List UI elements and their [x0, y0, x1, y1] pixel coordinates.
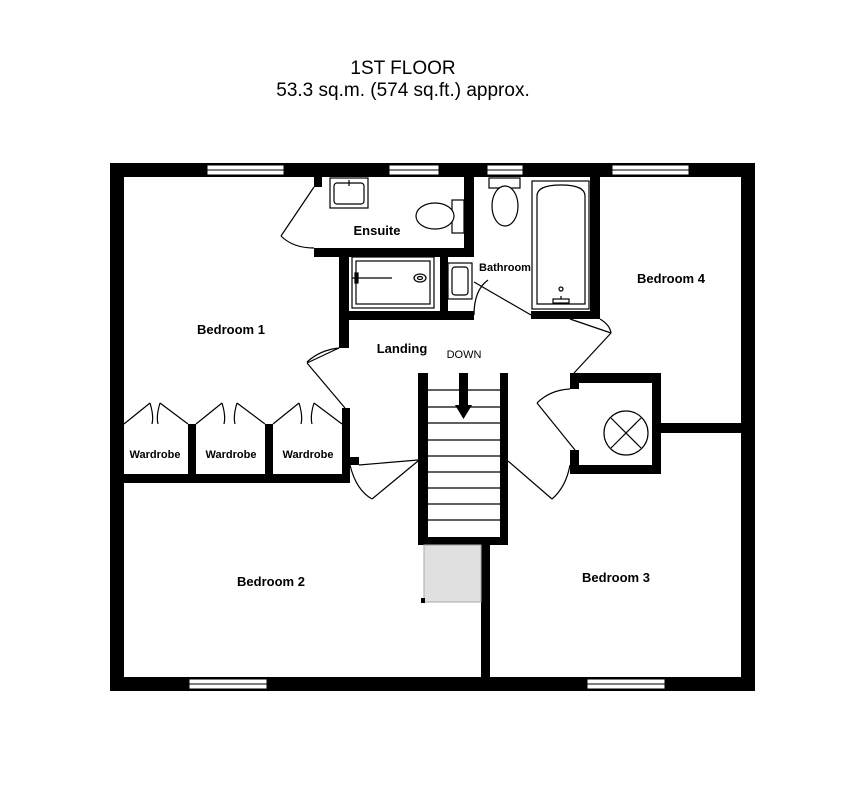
room-label-landing: Landing	[377, 341, 428, 356]
room-label-bedroom3: Bedroom 3	[582, 570, 650, 585]
room-label-bathroom: Bathroom	[479, 262, 531, 274]
stair-landing-hatch	[423, 544, 482, 603]
doors	[280, 186, 612, 500]
floor-title: 1ST FLOOR	[350, 58, 456, 79]
floorplan-header: 1ST FLOOR 53.3 sq.m. (574 sq.ft.) approx…	[0, 58, 806, 102]
fixtures	[329, 177, 649, 456]
stairs-direction-label: DOWN	[447, 349, 482, 361]
room-label-wardrobe-2: Wardrobe	[206, 449, 257, 461]
room-label-ensuite: Ensuite	[354, 223, 401, 238]
ensuite-toilet	[415, 202, 455, 230]
room-label-bedroom4: Bedroom 4	[637, 271, 706, 286]
stairs	[428, 373, 500, 537]
wardrobe-doors	[123, 402, 343, 425]
room-label-bedroom2: Bedroom 2	[237, 574, 305, 589]
room-label-wardrobe-1: Wardrobe	[130, 449, 181, 461]
room-label-bedroom1: Bedroom 1	[197, 322, 265, 337]
bathroom-toilet	[491, 185, 519, 227]
interior-walls	[124, 177, 741, 677]
room-labels: Ensuite Bathroom Bedroom 1 Bedroom 4 Lan…	[130, 223, 706, 589]
floor-area: 53.3 sq.m. (574 sq.ft.) approx.	[276, 80, 530, 101]
room-label-wardrobe-3: Wardrobe	[283, 449, 334, 461]
